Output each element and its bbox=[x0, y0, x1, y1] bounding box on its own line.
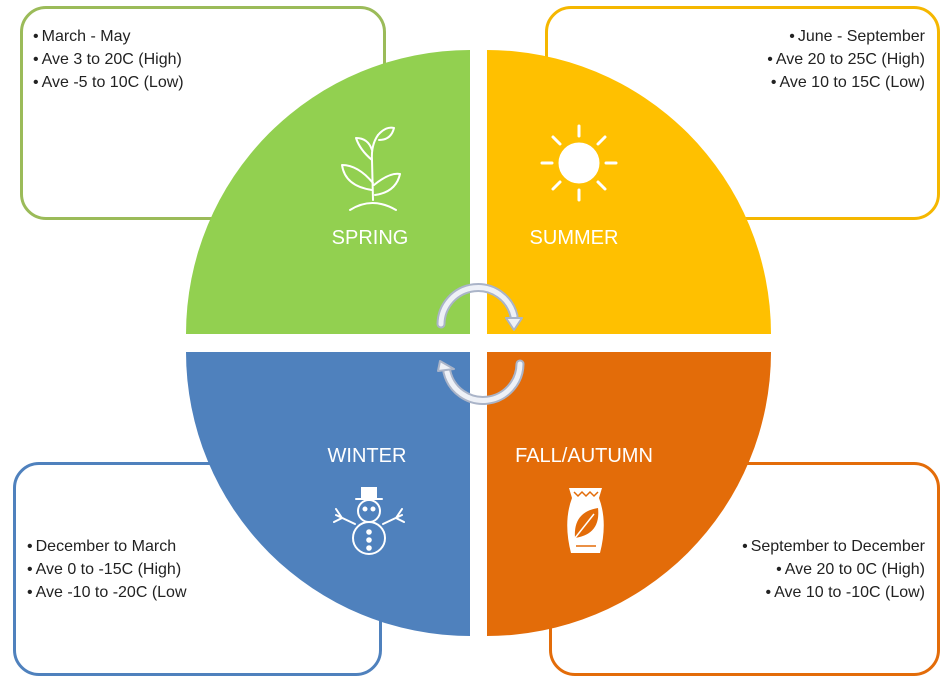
winter-quadrant bbox=[186, 352, 470, 636]
winter-label: WINTER bbox=[328, 445, 407, 467]
snowman-icon bbox=[333, 487, 405, 555]
leaf-bag-icon bbox=[567, 488, 604, 553]
spring-label: SPRING bbox=[332, 227, 409, 249]
sun-icon bbox=[540, 124, 618, 202]
fall-quadrant bbox=[487, 352, 771, 636]
spring-quadrant bbox=[186, 50, 470, 334]
spring-low-temp: Ave -5 to 10C (Low) bbox=[33, 71, 383, 94]
cycle-arrows-icon bbox=[436, 283, 525, 405]
summer-quadrant bbox=[487, 50, 771, 334]
fall-label: FALL/AUTUMN bbox=[515, 445, 653, 467]
winter-low-temp: Ave -10 to -20C (Low bbox=[27, 581, 379, 604]
summer-months: June - September bbox=[548, 25, 925, 48]
spring-high-temp: Ave 3 to 20C (High) bbox=[33, 48, 383, 71]
plant-icon bbox=[341, 126, 401, 211]
spring-months: March - May bbox=[33, 25, 383, 48]
fall-low-temp: Ave 10 to -10C (Low) bbox=[552, 581, 925, 604]
summer-high-temp: Ave 20 to 25C (High) bbox=[548, 48, 925, 71]
winter-high-temp: Ave 0 to -15C (High) bbox=[27, 558, 379, 581]
fall-high-temp: Ave 20 to 0C (High) bbox=[552, 558, 925, 581]
winter-months: December to March bbox=[27, 535, 379, 558]
fall-months: September to December bbox=[552, 535, 925, 558]
summer-low-temp: Ave 10 to 15C (Low) bbox=[548, 71, 925, 94]
summer-label: SUMMER bbox=[530, 227, 619, 249]
